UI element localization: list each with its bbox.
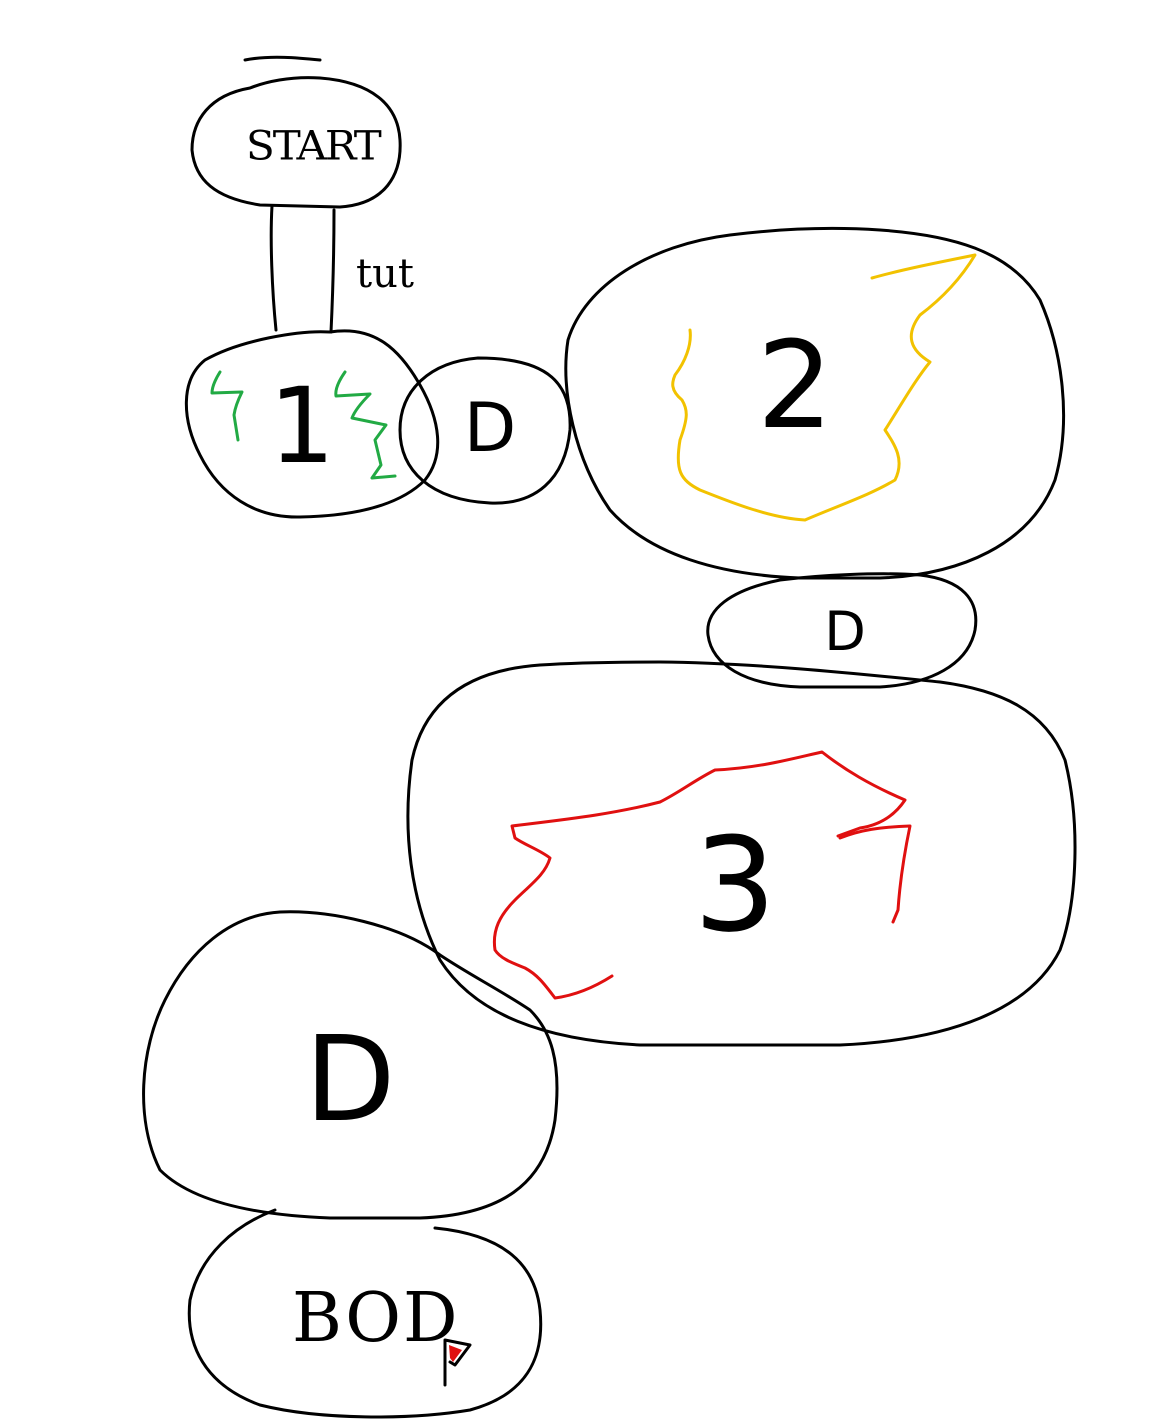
- start-node: [190, 76, 402, 209]
- green-scribble-left: [210, 370, 244, 442]
- start-label: START: [246, 122, 382, 169]
- node-1-door-label: D: [463, 389, 517, 468]
- stray-stroke: [243, 55, 322, 62]
- red-scribble-main: [492, 750, 907, 1000]
- red-scribble-tail: [838, 824, 912, 924]
- node-3-label: 3: [693, 809, 777, 961]
- flag-fill: [449, 1345, 462, 1362]
- flag-icon: [443, 1338, 472, 1387]
- node-3-door-label: D: [304, 1010, 396, 1148]
- tut-label: tut: [356, 251, 414, 297]
- yellow-scribble: [671, 253, 977, 522]
- node-2-door: [706, 572, 978, 689]
- boss-label: BOD: [292, 1279, 460, 1358]
- node-2-label: 2: [756, 317, 834, 456]
- node-2: [564, 226, 1066, 580]
- node-3: [406, 660, 1077, 1047]
- green-scribble-right: [334, 370, 397, 480]
- node-1-door: [398, 356, 572, 505]
- tut-corridor-right: [329, 208, 336, 334]
- boss-node: [187, 1208, 543, 1419]
- node-1: [184, 329, 440, 519]
- node-1-label: 1: [268, 365, 336, 487]
- node-3-door: [142, 910, 559, 1220]
- tut-corridor-left: [269, 204, 278, 332]
- node-2-door-label: D: [824, 600, 866, 663]
